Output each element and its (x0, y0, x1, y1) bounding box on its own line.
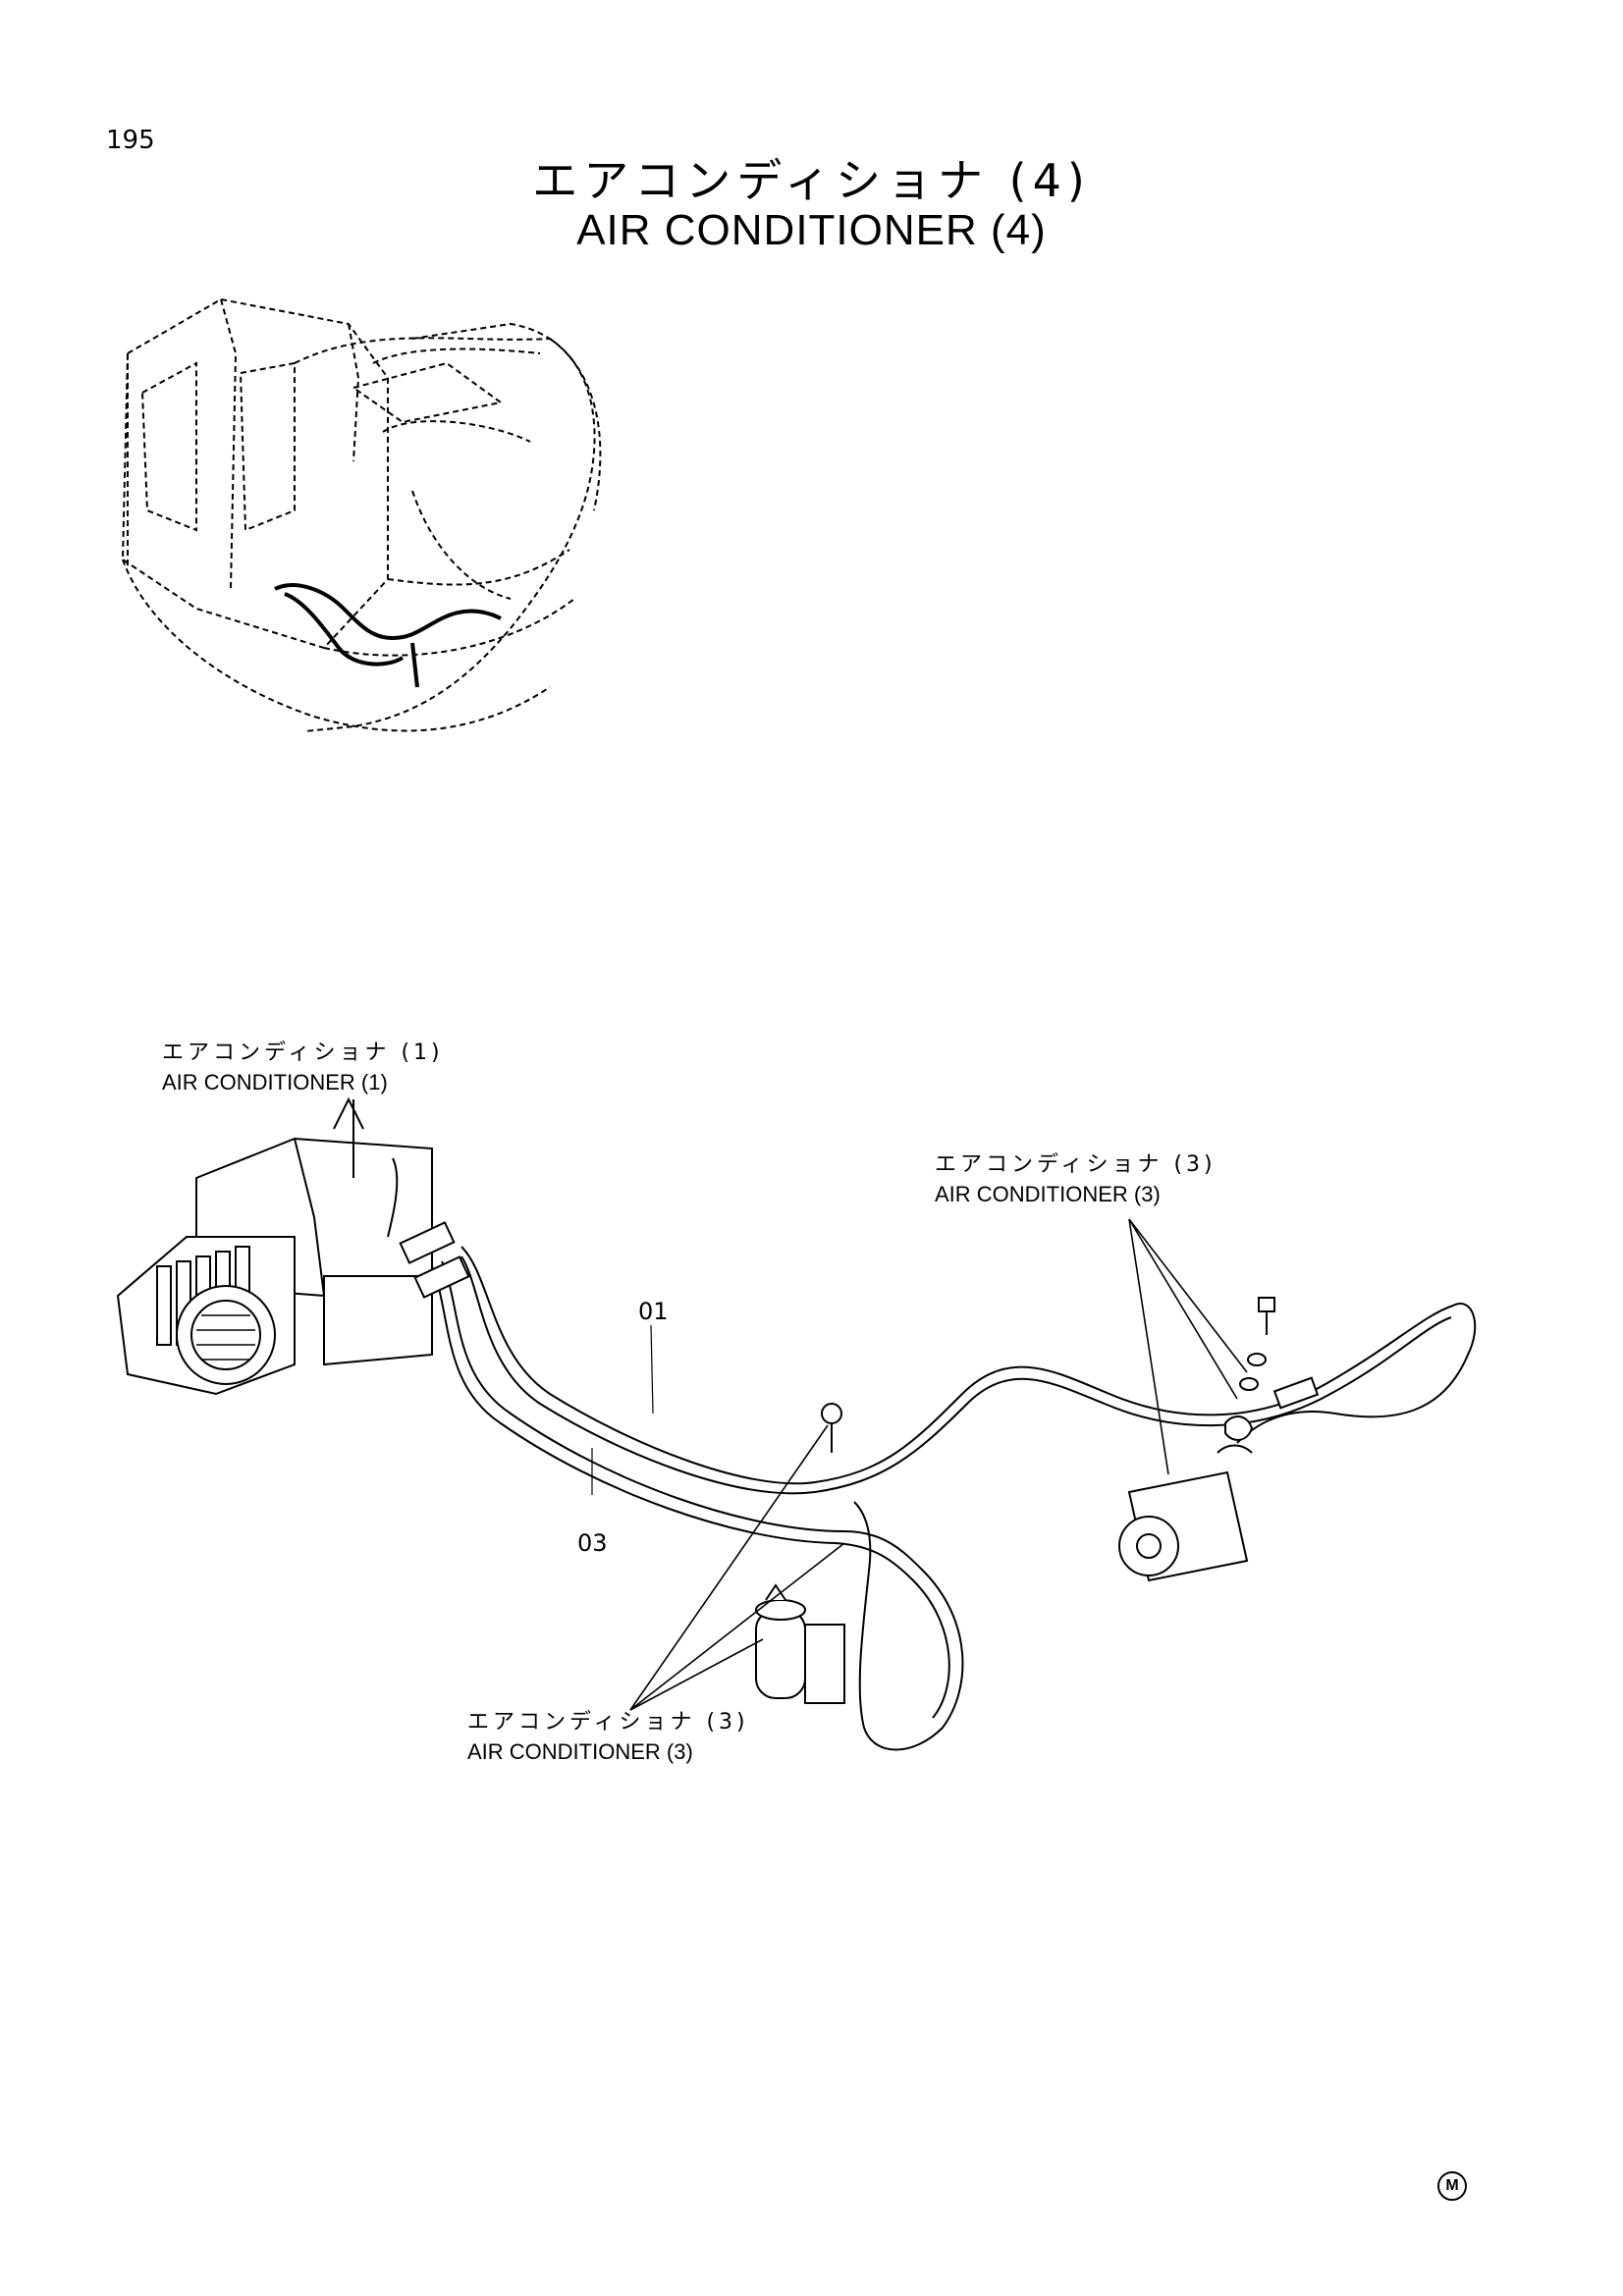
overview-ac-hose-highlight (274, 583, 502, 688)
callout-label-japanese: エアコンディショナ (1) (162, 1041, 444, 1065)
part-number-01: 01 (638, 1298, 669, 1325)
callout-label-english: AIR CONDITIONER (3) (935, 1182, 1161, 1206)
bolt (821, 1403, 842, 1453)
receiver-drier (755, 1583, 845, 1704)
callout-label-japanese: エアコンディショナ (3) (935, 1152, 1217, 1177)
callout-air-conditioner-1: エアコンディショナ (1) AIR CONDITIONER (1) (162, 1039, 444, 1097)
hose-fittings (399, 1221, 1320, 1410)
callout-label-english: AIR CONDITIONER (3) (467, 1739, 693, 1764)
page-number: 195 (106, 126, 155, 155)
excavator-overview-illustration (121, 297, 602, 732)
page-title-japanese: エアコンディショナ (4) (532, 154, 1091, 207)
part-number-03: 03 (577, 1529, 608, 1557)
callout-air-conditioner-3-bottom: エアコンディショナ (3) AIR CONDITIONER (3) (467, 1708, 749, 1767)
callout-label-japanese: エアコンディショナ (3) (467, 1710, 749, 1735)
leader-lines (591, 1218, 1248, 1711)
air-conditioner-unit (116, 1096, 433, 1396)
page-title-english: AIR CONDITIONER (4) (576, 206, 1047, 254)
callout-label-english: AIR CONDITIONER (1) (162, 1070, 388, 1095)
compressor (1118, 1444, 1253, 1582)
callout-air-conditioner-3-right: エアコンディショナ (3) AIR CONDITIONER (3) (935, 1150, 1217, 1209)
m-mark-icon: M (1437, 2171, 1467, 2201)
bolt-and-washers (1224, 1297, 1275, 1441)
hose-lines (431, 1246, 1477, 1751)
